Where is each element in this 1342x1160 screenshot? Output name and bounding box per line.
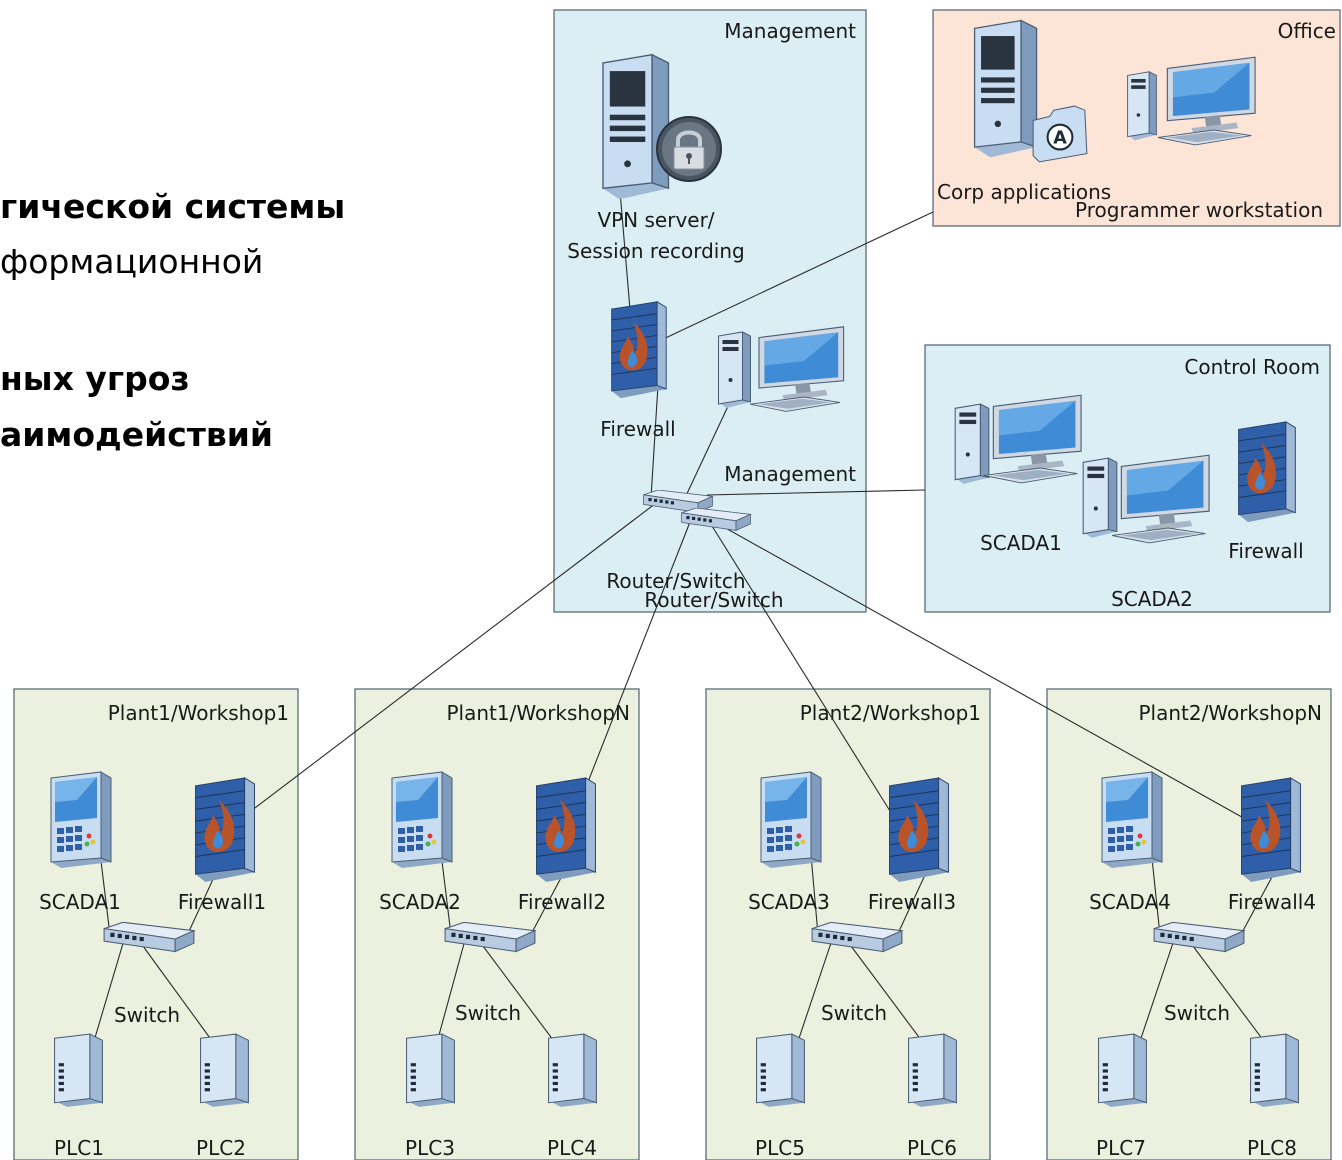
link-router-firewall4 — [721, 525, 1266, 831]
ws4-firewall-label: Firewall4 — [1228, 890, 1316, 914]
ws4-plc-a-label: PLC7 — [1096, 1136, 1146, 1160]
router-switch-2-label: Router/Switch — [644, 588, 783, 612]
ws2-plc-b-icon — [548, 1033, 597, 1108]
ws2-plc-b-label: PLC4 — [547, 1136, 597, 1160]
ws4-scada-label: SCADA4 — [1089, 890, 1171, 914]
side-text-line-2: формационной — [0, 242, 263, 281]
corp-applications-label: Corp applications — [937, 180, 1111, 204]
padlock-icon — [655, 115, 723, 183]
ws4-scada-icon — [1101, 771, 1163, 869]
ws4-plc-b-icon — [1250, 1033, 1299, 1108]
ws4-firewall-icon — [1240, 777, 1301, 883]
ws3-plc-b-label: PLC6 — [907, 1136, 957, 1160]
ws3-plc-a-label: PLC5 — [755, 1136, 805, 1160]
management-workstation-label: Management — [724, 462, 856, 486]
ws2-plc-a-label: PLC3 — [405, 1136, 455, 1160]
ws2-plc-a-icon — [406, 1033, 455, 1108]
plant2-workshop1-title: Plant2/Workshop1 — [800, 701, 981, 725]
programmer-workstation-label: Programmer workstation — [1075, 198, 1323, 222]
side-text-line-4: аимодействий — [0, 415, 273, 454]
ws2-scada-icon — [391, 771, 453, 869]
programmer-pc-tower-icon — [1127, 71, 1157, 141]
link-router-control-room — [706, 489, 926, 496]
management-firewall-icon — [611, 301, 667, 399]
side-text-line-3: ных угроз — [0, 359, 190, 398]
control-room-scada2-label: SCADA2 — [1111, 587, 1193, 611]
ws1-plc-b-icon — [200, 1033, 249, 1108]
ws1-plc-a-label: PLC1 — [54, 1136, 104, 1160]
control-room-firewall-icon — [1238, 421, 1296, 523]
link-firewall-office — [639, 211, 934, 351]
ws1-plc-b-label: PLC2 — [196, 1136, 246, 1160]
ws1-switch-label: Switch — [114, 1003, 180, 1027]
management-firewall-label: Firewall — [600, 417, 675, 441]
ws1-scada-label: SCADA1 — [39, 890, 121, 914]
router-switch-1-label: Router/Switch — [606, 569, 745, 593]
link-firewall-router — [650, 384, 659, 499]
link-router-firewall1 — [225, 499, 661, 831]
link-router-firewall3 — [711, 525, 906, 836]
ws2-firewall-icon — [535, 777, 596, 883]
side-text-line-1: гической системы — [0, 187, 345, 226]
ws2-scada-label: SCADA2 — [379, 890, 461, 914]
scada1-pc-tower-icon — [954, 403, 990, 485]
control-room-scada1-label: SCADA1 — [980, 531, 1062, 555]
plant1-workshopn-title: Plant1/WorkshopN — [447, 701, 631, 725]
management-pc-tower-icon — [717, 331, 752, 409]
ws2-switch-label: Switch — [455, 1001, 521, 1025]
ws1-firewall-icon — [194, 777, 255, 883]
vpn-server-icon — [602, 54, 670, 200]
ws4-plc-b-label: PLC8 — [1247, 1136, 1297, 1160]
ws1-plc-a-icon — [54, 1033, 103, 1108]
office-zone-title: Office — [1278, 19, 1336, 43]
vpn-server-label-line-2: Session recording — [567, 239, 744, 263]
ws3-plc-b-icon — [908, 1033, 957, 1108]
ws3-scada-label: SCADA3 — [748, 890, 830, 914]
ws3-firewall-label: Firewall3 — [868, 890, 956, 914]
management-zone-title: Management — [724, 19, 856, 43]
ws3-plc-a-icon — [756, 1033, 805, 1108]
ws2-firewall-label: Firewall2 — [518, 890, 606, 914]
plant2-workshopn-title: Plant2/WorkshopN — [1139, 701, 1323, 725]
ws1-firewall-label: Firewall1 — [178, 890, 266, 914]
scada2-pc-tower-icon — [1082, 457, 1118, 539]
vpn-server-label-line-1: VPN server/ — [597, 208, 714, 232]
plant1-workshop1-title: Plant1/Workshop1 — [108, 701, 289, 725]
corp-server-icon — [973, 19, 1038, 159]
ws4-plc-a-icon — [1098, 1033, 1147, 1108]
ws1-scada-icon — [50, 771, 112, 869]
ws3-firewall-icon — [888, 777, 949, 883]
ws3-switch-label: Switch — [821, 1001, 887, 1025]
control-room-firewall-label: Firewall — [1228, 539, 1303, 563]
ws4-switch-label: Switch — [1164, 1001, 1230, 1025]
ws3-scada-icon — [760, 771, 822, 869]
control-room-zone-title: Control Room — [1184, 355, 1320, 379]
